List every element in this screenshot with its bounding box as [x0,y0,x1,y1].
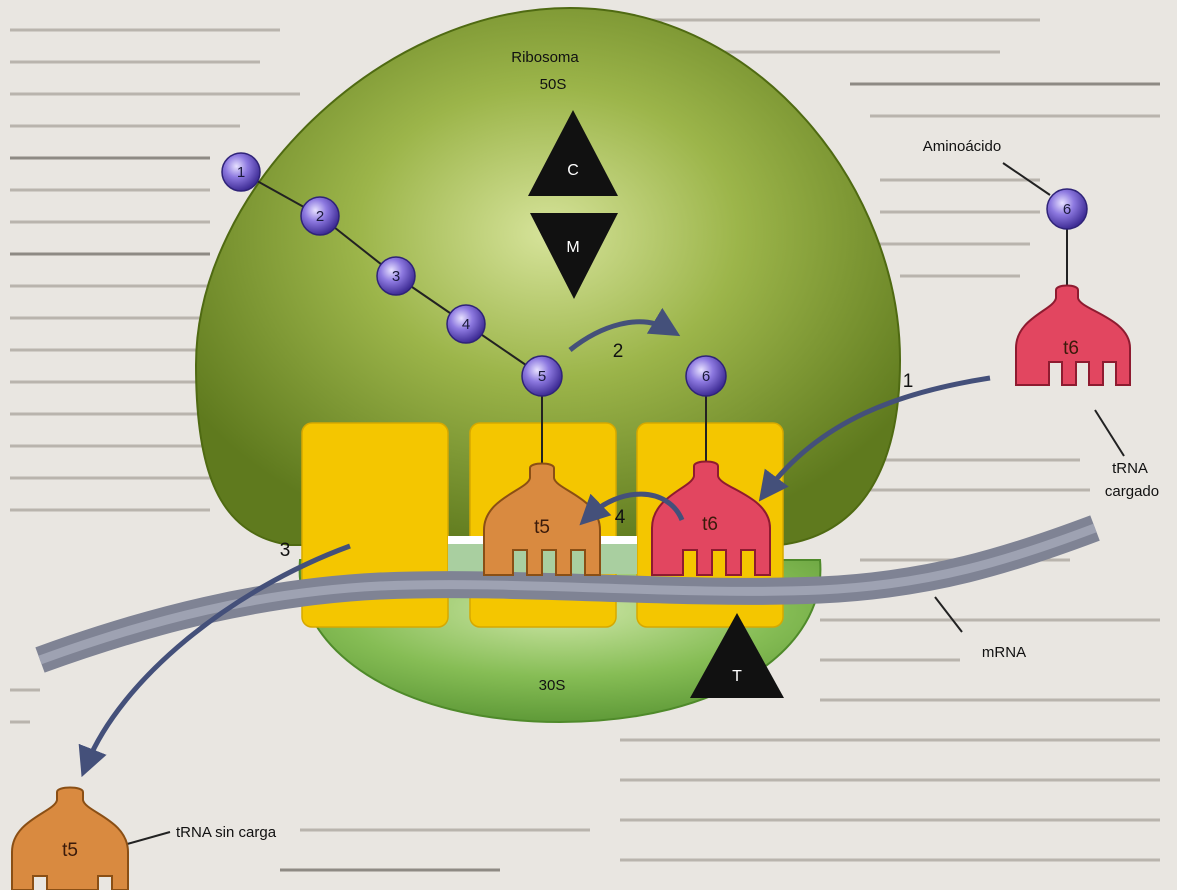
amino-acid-bead-2: 2 [301,197,339,235]
charged-trna-label-line1: tRNA [1112,460,1148,477]
trna-t6-incoming-label: t6 [1063,338,1079,359]
amino-acid-bead-6-a-site: 6 [686,356,726,396]
small-subunit-size-label: 30S [539,677,566,694]
bead-6-a-site-number: 6 [702,368,710,385]
site-c-label: C [567,162,579,179]
trna-t5-released-label: t5 [62,840,78,861]
uncharged-trna-label: tRNA sin carga [176,824,277,841]
bead-2-number: 2 [316,208,324,225]
large-subunit-size-label: 50S [540,76,567,93]
ribosome-name-label: Ribosoma [511,49,579,66]
amino-acid-bead-1: 1 [222,153,260,191]
bead-1-number: 1 [237,164,245,181]
aminoacid-label: Aminoácido [923,138,1001,155]
amino-acid-bead-4: 4 [447,305,485,343]
bead-4-number: 4 [462,316,470,333]
step-4-label: 4 [615,507,626,528]
amino-acid-bead-5: 5 [522,356,562,396]
step-3-label: 3 [280,540,291,561]
step-1-label: 1 [903,371,914,392]
amino-acid-bead-6-incoming: 6 [1047,189,1087,229]
trna-t5-label: t5 [534,517,550,538]
amino-acid-bead-3: 3 [377,257,415,295]
mrna-label: mRNA [982,644,1026,661]
charged-trna-label-line2: cargado [1105,483,1159,500]
site-t-label: T [732,668,742,685]
trna-t6-a-site-label: t6 [702,514,718,535]
bead-3-number: 3 [392,268,400,285]
bead-6-incoming-number: 6 [1063,201,1071,218]
bead-5-number: 5 [538,368,546,385]
site-m-label: M [566,239,579,256]
step-2-label: 2 [613,341,624,362]
